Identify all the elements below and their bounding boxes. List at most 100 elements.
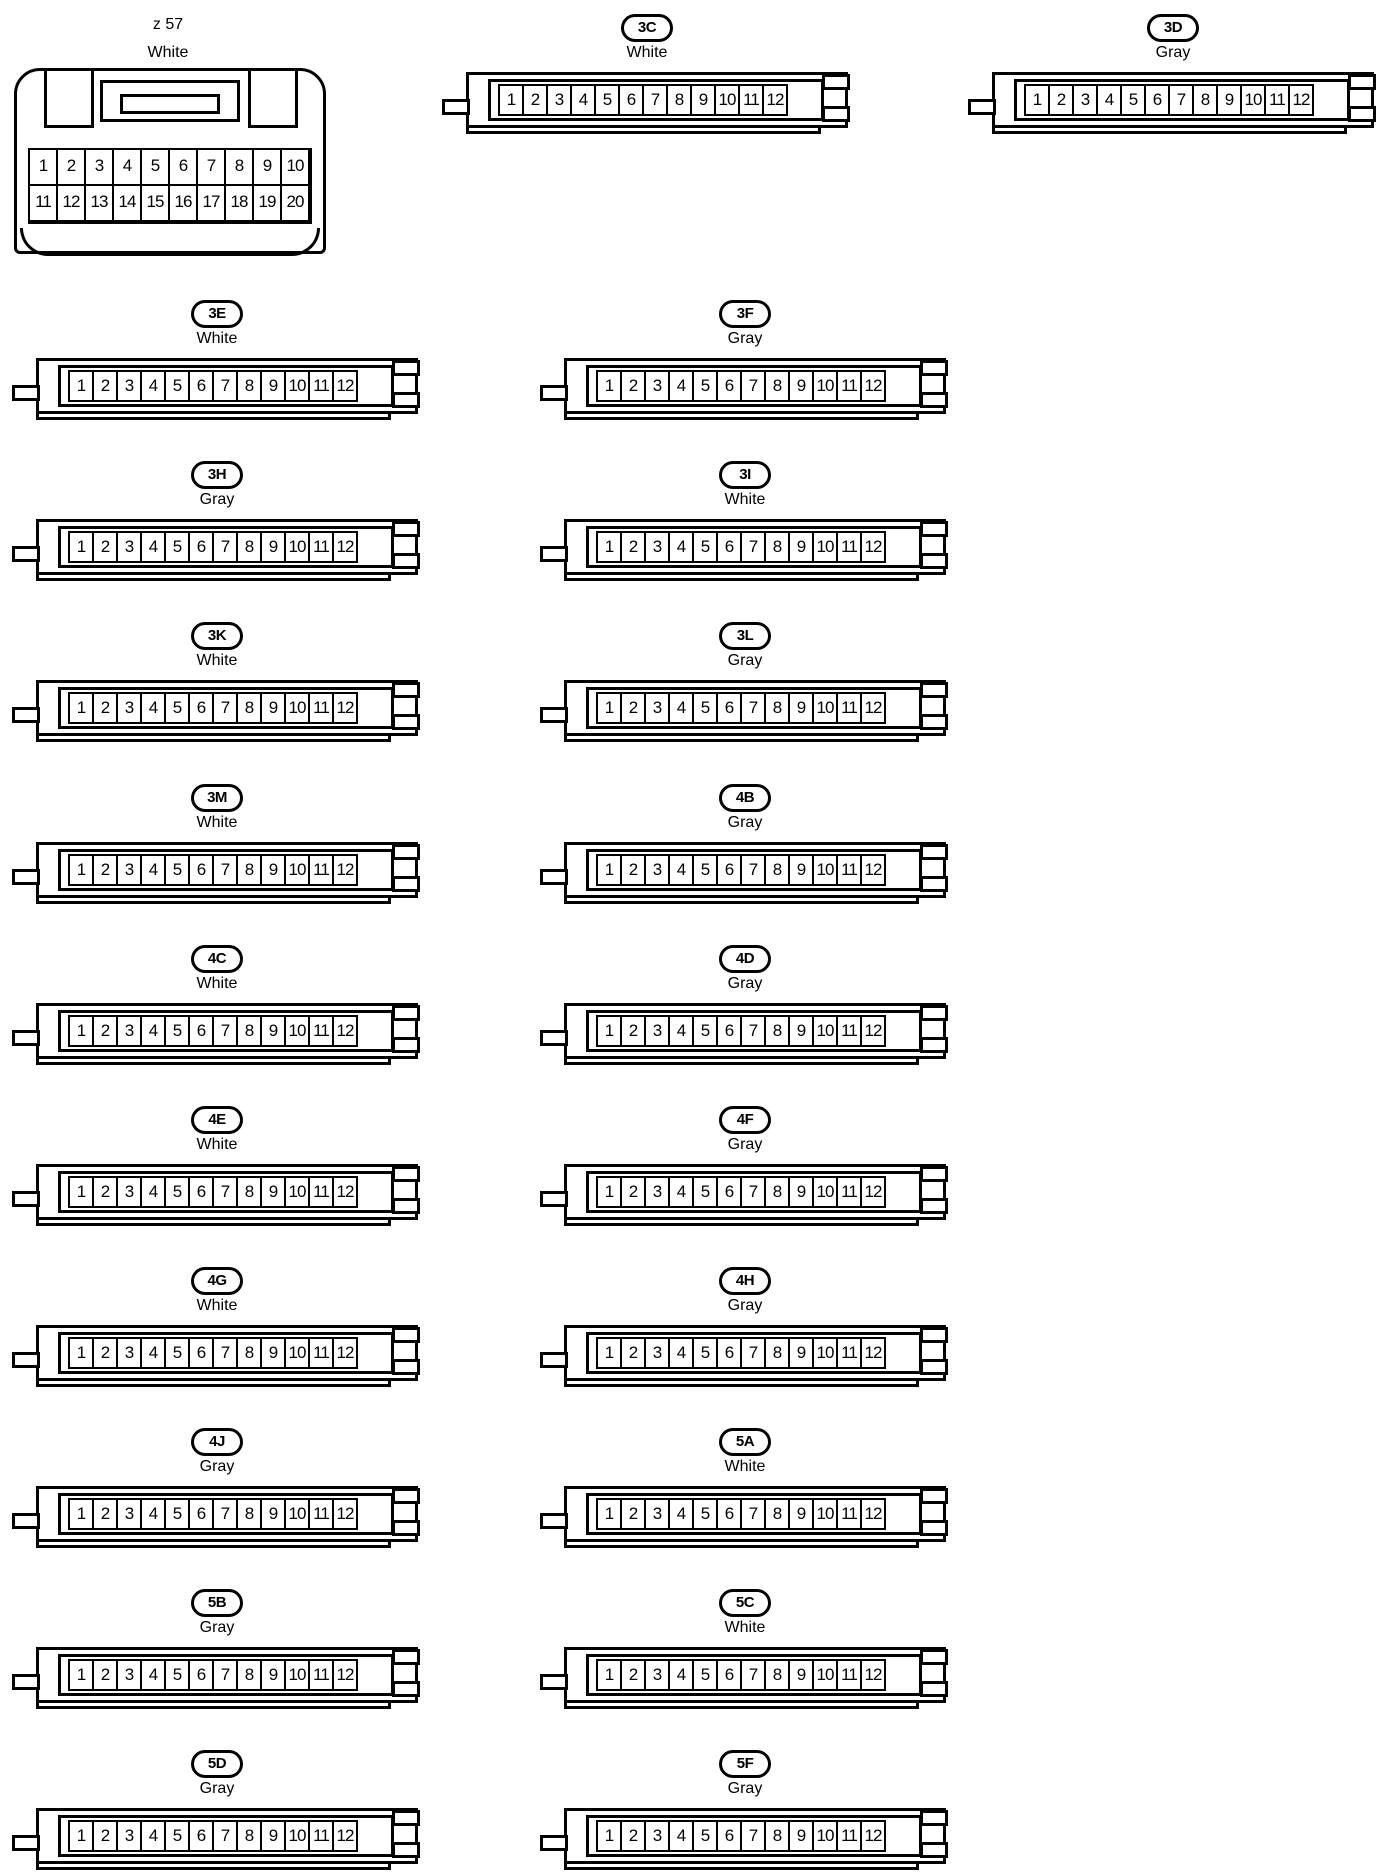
pin: 6 — [716, 370, 742, 402]
connector-id-badge: 5D — [191, 1750, 243, 1778]
connector-bottom-outline — [36, 898, 391, 904]
pin: 5 — [164, 1015, 190, 1047]
connector-id-badge: 3H — [191, 461, 243, 489]
pin: 5 — [692, 1498, 718, 1530]
connector-id-badge: 4G — [191, 1267, 243, 1295]
pin: 13 — [86, 186, 114, 222]
connector-bottom-outline — [466, 128, 821, 134]
pin: 6 — [716, 1015, 742, 1047]
connector-color: Gray — [199, 1458, 235, 1475]
pin: 2 — [620, 370, 646, 402]
connector-inner-outline — [58, 849, 394, 891]
pin: 1 — [68, 1659, 94, 1691]
pin: 8 — [236, 370, 262, 402]
connector-id-badge: 3C — [621, 14, 673, 42]
connector-id-header: 5B — [12, 1589, 422, 1617]
connector-tab-r2-outline — [392, 553, 420, 569]
pin: 8 — [764, 370, 790, 402]
pin: 10 — [1240, 84, 1266, 116]
pin: 11 — [30, 186, 58, 222]
connector-bottom-outline — [564, 1059, 919, 1065]
pin: 7 — [198, 150, 226, 186]
pin: 9 — [260, 1015, 286, 1047]
connector-color: White — [196, 652, 238, 669]
pin: 1 — [68, 854, 94, 886]
pin: 2 — [92, 854, 118, 886]
pin: 9 — [788, 531, 814, 563]
pin: 12 — [332, 1820, 358, 1852]
pin: 3 — [644, 692, 670, 724]
connector-id-header: 4G — [12, 1267, 422, 1295]
pin: 8 — [764, 1176, 790, 1208]
connector-tab-r1-outline — [392, 521, 420, 537]
pin: 7 — [740, 1498, 766, 1530]
pin: 1 — [68, 1498, 94, 1530]
pin: 7 — [212, 692, 238, 724]
connector-inner-outline — [58, 687, 394, 729]
connector-color: White — [196, 975, 238, 992]
connector-tab-r2-outline — [920, 1842, 948, 1858]
connector-id-badge: 5B — [191, 1589, 243, 1617]
pin: 6 — [716, 531, 742, 563]
pin: 6 — [188, 531, 214, 563]
pin: 12 — [58, 186, 86, 222]
connector-id-badge: 3E — [191, 300, 243, 328]
pin: 4 — [668, 1498, 694, 1530]
pin: 2 — [620, 1337, 646, 1369]
connector-bottom-outline — [564, 1703, 919, 1709]
connector-inner-outline — [58, 526, 394, 568]
pin: 2 — [92, 1498, 118, 1530]
connector-bottom-outline — [564, 1542, 919, 1548]
pin: 8 — [236, 531, 262, 563]
connector-tab-r2-outline — [920, 553, 948, 569]
connector-tab-r2-outline — [822, 106, 850, 122]
pin: 12 — [332, 1337, 358, 1369]
connector-bottom-outline — [992, 128, 1347, 134]
connector-tab-r1-outline — [920, 1166, 948, 1182]
pin: 2 — [92, 531, 118, 563]
housing-post-right — [248, 68, 298, 128]
connector-id-header: 4H — [540, 1267, 950, 1295]
connector-tab-r1-outline — [920, 521, 948, 537]
pin: 17 — [198, 186, 226, 222]
pin: 11 — [836, 854, 862, 886]
connector-tab-r1-outline — [392, 1488, 420, 1504]
connector-bottom-outline — [36, 575, 391, 581]
pin: 12 — [332, 1176, 358, 1208]
pin: 1 — [68, 1820, 94, 1852]
pin: 3 — [644, 1498, 670, 1530]
pin: 8 — [236, 854, 262, 886]
pin: 8 — [764, 1498, 790, 1530]
pin: 4 — [668, 854, 694, 886]
pin: 8 — [666, 84, 692, 116]
pin: 11 — [836, 1659, 862, 1691]
connector-color: Gray — [199, 1780, 235, 1797]
connector-color: White — [196, 1297, 238, 1314]
pin: 7 — [740, 1659, 766, 1691]
pin: 6 — [618, 84, 644, 116]
connector-inner-outline — [58, 1010, 394, 1052]
connector-color: Gray — [727, 652, 763, 669]
pin: 6 — [170, 150, 198, 186]
pin: 9 — [788, 1659, 814, 1691]
pin: 12 — [860, 854, 886, 886]
pin: 8 — [1192, 84, 1218, 116]
pin: 5 — [692, 854, 718, 886]
pin: 11 — [308, 854, 334, 886]
connector-tab-r1-outline — [920, 1005, 948, 1021]
pin: 1 — [30, 150, 58, 186]
connector-id-header: 4F — [540, 1106, 950, 1134]
